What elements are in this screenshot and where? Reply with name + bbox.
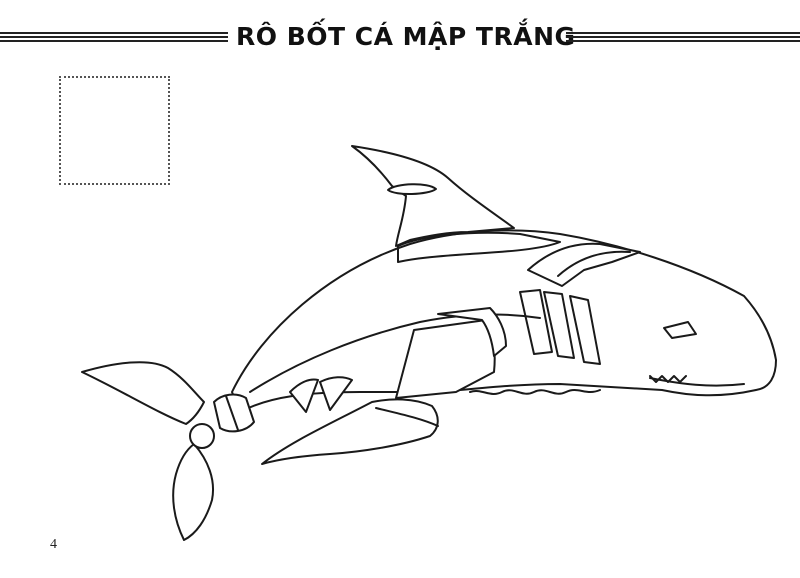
pelvic-fin-2 <box>319 376 353 411</box>
head-armor <box>527 242 641 287</box>
title-rule-left <box>0 32 228 42</box>
arm-shoulder <box>437 307 507 357</box>
page-number: 4 <box>50 537 57 552</box>
sticker-placeholder-box <box>59 76 170 185</box>
pelvic-fin <box>289 378 319 413</box>
belly-ripple <box>469 389 601 395</box>
page-header: RÔ BỐT CÁ MẬP TRẮNG <box>0 14 800 60</box>
gill-vent-2 <box>543 291 575 359</box>
head-armor-inner <box>557 250 631 277</box>
back-plate <box>397 231 561 263</box>
dorsal-fin-slot <box>387 183 437 195</box>
tail-fin-upper <box>81 361 205 425</box>
arm-claw-lower <box>375 407 439 427</box>
title-rule-right <box>566 32 800 42</box>
tail-hub <box>189 423 215 449</box>
tail-joint <box>213 393 255 433</box>
dorsal-fin <box>351 145 515 247</box>
shark-teeth <box>649 375 687 383</box>
body-seam <box>249 313 541 393</box>
gill-vent-3 <box>569 295 601 365</box>
tail-joint-ring <box>225 395 239 431</box>
arm-claw <box>261 398 439 465</box>
shark-eye <box>663 321 697 339</box>
page-title: RÔ BỐT CÁ MẬP TRẮNG <box>236 22 576 51</box>
tail-fin-lower <box>172 443 214 541</box>
gill-vent-1 <box>519 289 553 355</box>
